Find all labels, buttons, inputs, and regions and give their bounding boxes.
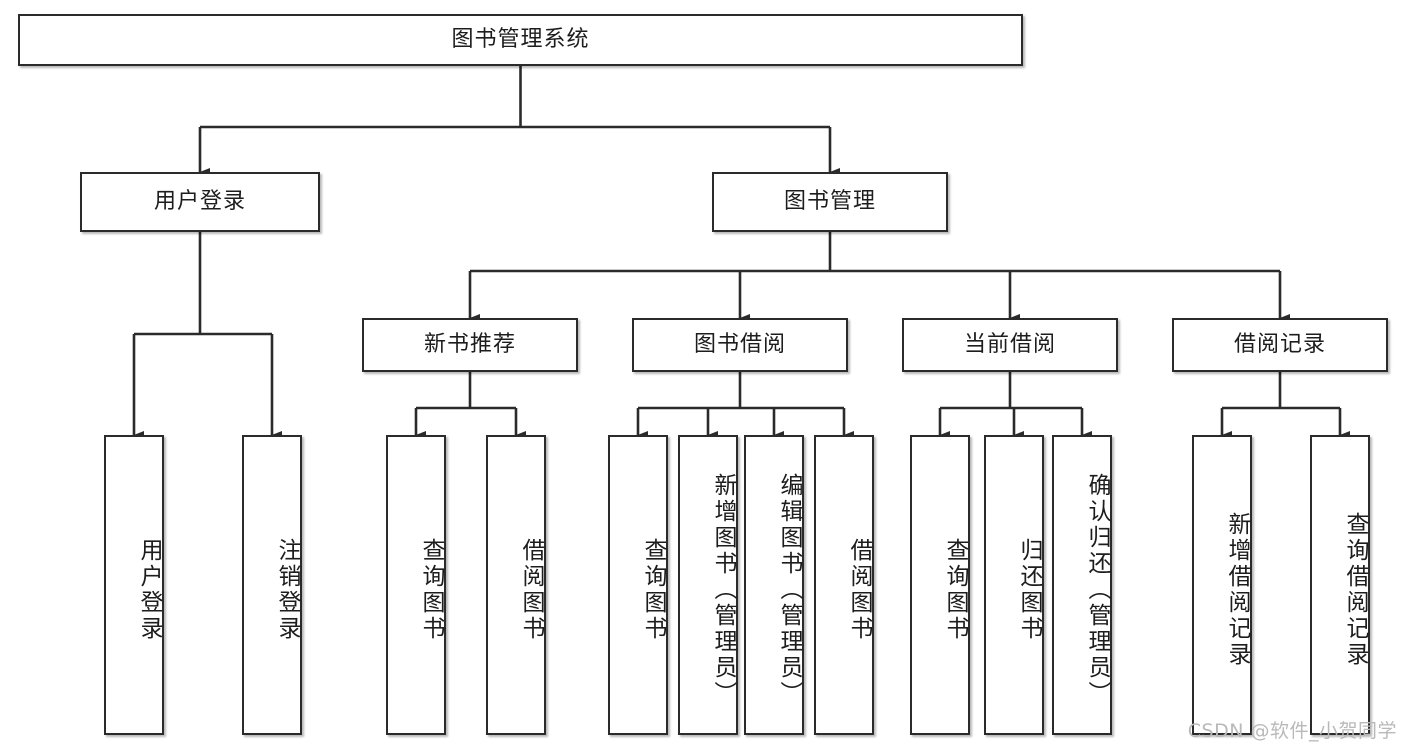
leaf-return-book-label: 归还图书	[1016, 538, 1042, 642]
node-new-book-recommend[interactable]: 新书推荐	[362, 318, 578, 372]
leaf-query-book-2[interactable]: 查询图书	[608, 435, 668, 735]
node-current-borrow-label: 当前借阅	[963, 331, 1056, 357]
leaf-edit-book[interactable]: 编辑图书（管理员）	[744, 435, 804, 735]
leaf-add-book-label: 新增图书（管理员）	[710, 473, 736, 707]
leaf-borrow-book-2-label: 借阅图书	[846, 538, 872, 642]
leaf-query-book-3[interactable]: 查询图书	[910, 435, 970, 735]
leaf-logout[interactable]: 注销登录	[242, 435, 302, 735]
leaf-return-book[interactable]: 归还图书	[984, 435, 1044, 735]
leaf-query-book-1[interactable]: 查询图书	[386, 435, 446, 735]
node-user-login-label: 用户登录	[153, 188, 246, 214]
leaf-user-login-label: 用户登录	[136, 538, 162, 642]
leaf-query-book-2-label: 查询图书	[640, 538, 666, 642]
leaf-confirm-return-label: 确认归还（管理员）	[1084, 473, 1110, 707]
leaf-query-borrow-record[interactable]: 查询借阅记录	[1310, 435, 1370, 735]
leaf-query-book-1-label: 查询图书	[418, 538, 444, 642]
leaf-query-borrow-record-label: 查询借阅记录	[1342, 512, 1368, 668]
leaf-borrow-book-1-label: 借阅图书	[518, 538, 544, 642]
node-root[interactable]: 图书管理系统	[18, 14, 1023, 66]
watermark: CSDN @软件_小贺同学	[1187, 720, 1397, 742]
node-user-login[interactable]: 用户登录	[80, 172, 320, 232]
node-borrow-record[interactable]: 借阅记录	[1172, 318, 1388, 372]
node-borrow-record-label: 借阅记录	[1233, 331, 1326, 357]
node-current-borrow[interactable]: 当前借阅	[902, 318, 1118, 372]
node-book-manage-label: 图书管理	[783, 188, 876, 214]
leaf-borrow-book-1[interactable]: 借阅图书	[486, 435, 546, 735]
node-new-book-recommend-label: 新书推荐	[423, 331, 516, 357]
node-book-manage[interactable]: 图书管理	[712, 172, 948, 232]
leaf-add-borrow-record[interactable]: 新增借阅记录	[1192, 435, 1252, 735]
leaf-edit-book-label: 编辑图书（管理员）	[776, 473, 802, 707]
leaf-borrow-book-2[interactable]: 借阅图书	[814, 435, 874, 735]
leaf-user-login[interactable]: 用户登录	[104, 435, 164, 735]
node-root-label: 图书管理系统	[451, 26, 590, 52]
leaf-query-book-3-label: 查询图书	[942, 538, 968, 642]
leaf-confirm-return[interactable]: 确认归还（管理员）	[1052, 435, 1112, 735]
leaf-add-borrow-record-label: 新增借阅记录	[1224, 512, 1250, 668]
leaf-add-book[interactable]: 新增图书（管理员）	[678, 435, 738, 735]
node-book-borrow-label: 图书借阅	[693, 331, 786, 357]
leaf-logout-label: 注销登录	[274, 538, 300, 642]
node-book-borrow[interactable]: 图书借阅	[632, 318, 848, 372]
